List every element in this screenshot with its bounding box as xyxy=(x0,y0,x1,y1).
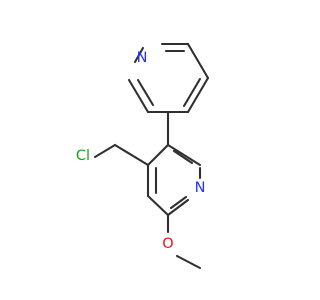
bond xyxy=(127,78,150,114)
bond xyxy=(133,46,145,64)
nitrogen-atom-upper: N xyxy=(137,50,148,66)
bond xyxy=(166,143,202,167)
double-bond-inner xyxy=(182,77,202,108)
bond xyxy=(186,42,210,80)
ch2-bond xyxy=(113,143,150,167)
bond xyxy=(146,194,170,217)
double-bond-inner xyxy=(172,149,194,165)
lower-pyridine-ring xyxy=(146,143,202,217)
molecule-structure: N Cl N O xyxy=(76,42,210,270)
double-bond-inner xyxy=(169,195,188,210)
chlorine-atom: Cl xyxy=(76,148,90,164)
bond xyxy=(166,198,190,217)
bond xyxy=(186,76,210,114)
double-bond-inner xyxy=(136,78,155,107)
bond xyxy=(146,143,170,167)
upper-pyridine-ring xyxy=(127,42,210,114)
ch2-cl-bond xyxy=(93,143,117,159)
o-ch3-bond xyxy=(175,254,202,270)
oxygen-atom: O xyxy=(162,236,173,252)
structure-canvas: N Cl N O xyxy=(76,42,210,270)
nitrogen-atom-lower: N xyxy=(195,180,206,196)
